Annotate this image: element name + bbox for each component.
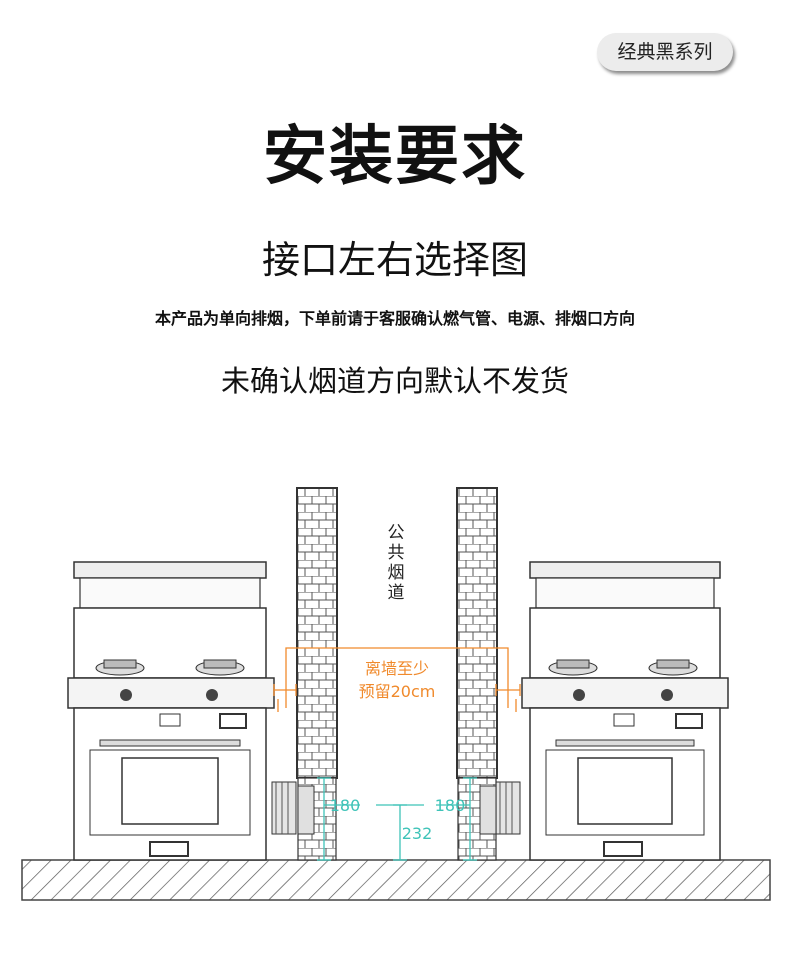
dim-left-label: 180: [330, 796, 361, 815]
page-subtitle: 接口左右选择图: [261, 238, 528, 282]
flue-char-2: 共: [388, 543, 405, 563]
series-badge: 经典黑系列: [597, 33, 733, 71]
page-title: 安装要求: [263, 120, 527, 194]
clearance-label-line1: 离墙至少: [365, 659, 429, 678]
left-stove: [67, 561, 297, 861]
dim-height-label: 232: [402, 824, 433, 843]
flue-char-4: 道: [388, 583, 405, 603]
shipping-warning: 未确认烟道方向默认不发货: [220, 364, 569, 398]
right-burner-2: [648, 659, 698, 676]
clearance-label-line2: 预留20cm: [359, 682, 436, 701]
floor: [21, 859, 771, 901]
order-note: 本产品为单向排烟，下单前请于客服确认燃气管、电源、排烟口方向: [154, 309, 635, 328]
right-burner-1: [548, 659, 598, 676]
left-burner-1: [95, 659, 145, 676]
public-flue-label: 公 共 烟 道: [388, 523, 405, 603]
installation-diagram: 公 共 烟 道 离墙至少 预留20cm 180: [21, 487, 771, 901]
right-stove: [495, 561, 729, 861]
dim-right-label: 180: [435, 796, 466, 815]
right-flue-column: [456, 487, 498, 779]
left-flue-column: [296, 487, 338, 779]
left-burner-2: [195, 659, 245, 676]
flue-char-3: 烟: [388, 563, 405, 583]
flue-char-1: 公: [388, 523, 405, 543]
dimension-lines: [317, 777, 477, 861]
clearance-markers: [273, 647, 521, 712]
